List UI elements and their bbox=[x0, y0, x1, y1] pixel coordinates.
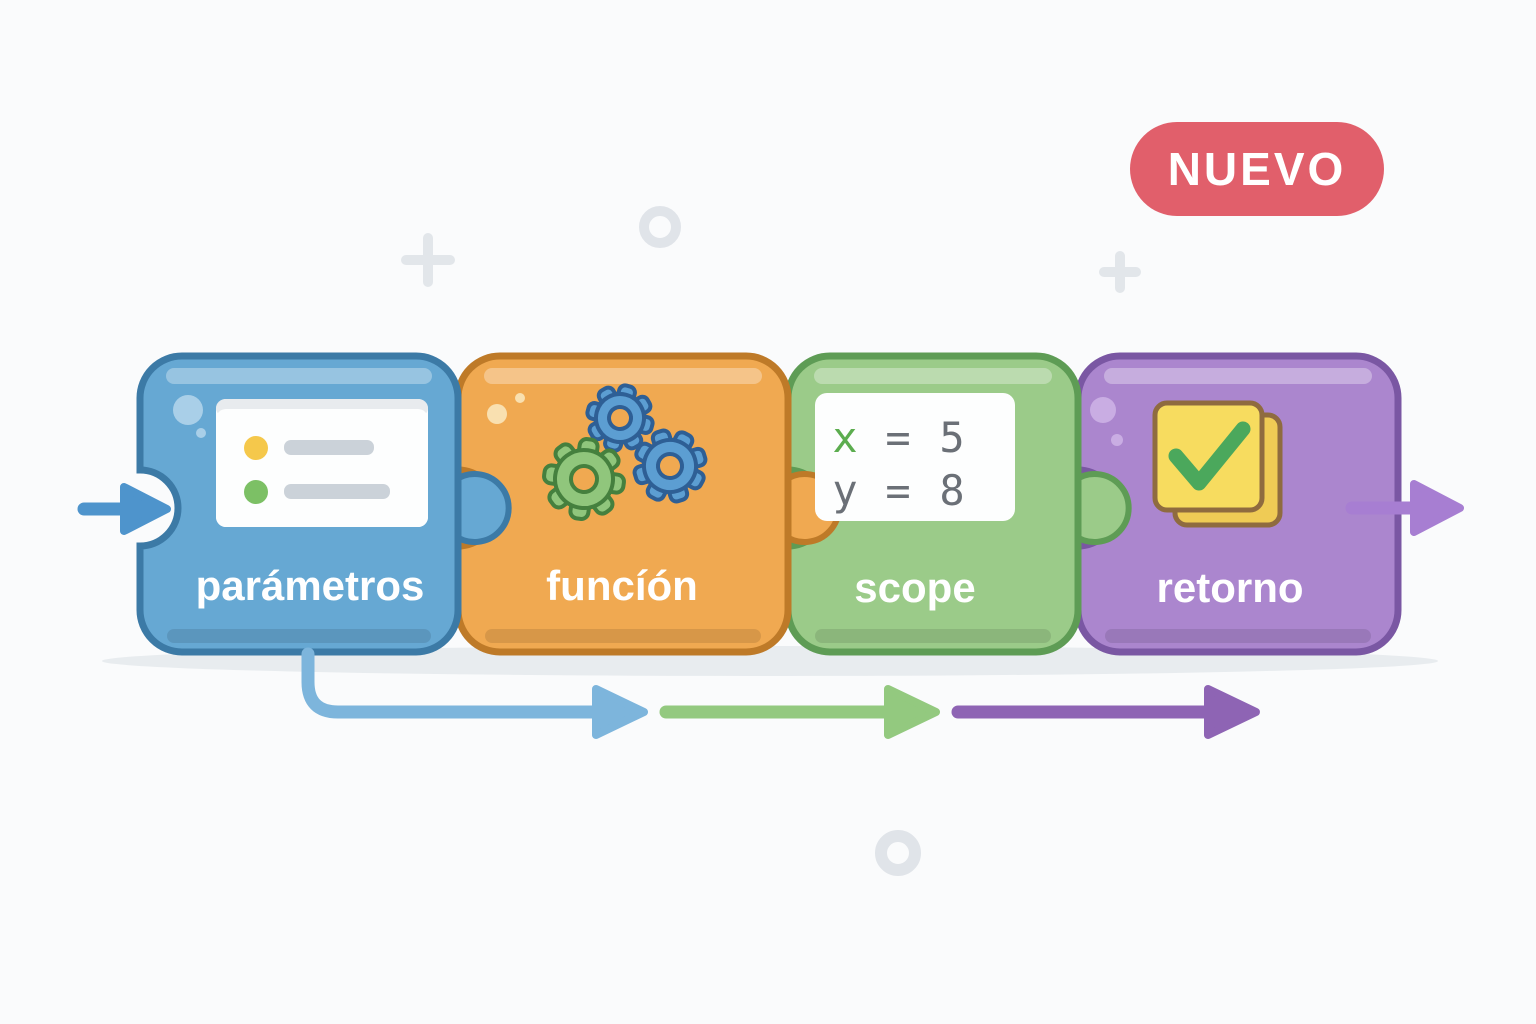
bubble-decoration bbox=[173, 395, 203, 425]
list-line bbox=[284, 440, 374, 455]
flow-arrow-1-head bbox=[592, 685, 648, 739]
list-card-body bbox=[216, 409, 428, 527]
label-funcion: funcíón bbox=[546, 562, 698, 609]
flow-arrow-1-shaft bbox=[301, 647, 601, 719]
gears-icon bbox=[542, 383, 708, 521]
flow-arrow-1-icon bbox=[301, 647, 648, 739]
checkmark-icon bbox=[1168, 421, 1251, 491]
yellow-bullet-icon bbox=[244, 436, 268, 460]
bubble-decoration bbox=[1090, 397, 1116, 423]
puzzle-knob-scope-outline bbox=[1072, 471, 1132, 545]
flow-arrow-3-head bbox=[1204, 685, 1260, 739]
green-bullet-icon bbox=[244, 480, 268, 504]
scope-var-x: x bbox=[832, 413, 857, 462]
ground-shadow bbox=[102, 646, 1438, 676]
flow-arrow-2-icon bbox=[659, 685, 940, 739]
scope-val-y: 8 bbox=[939, 466, 964, 515]
ring-decoration-icon bbox=[639, 206, 681, 248]
bubble-decoration bbox=[196, 428, 206, 438]
output-arrow-head bbox=[1410, 480, 1464, 536]
puzzle-knob-parametros bbox=[454, 473, 509, 542]
output-arrow-icon bbox=[1345, 480, 1464, 536]
variables-card-icon: x = 5 y = 8 bbox=[815, 393, 1015, 521]
scope-val-x: 5 bbox=[939, 413, 964, 462]
list-line bbox=[284, 484, 390, 499]
plus-decoration-icon bbox=[401, 233, 455, 287]
puzzle-knob-parametros-outline bbox=[452, 471, 512, 545]
variables-card bbox=[815, 393, 1015, 521]
badge-pill bbox=[1130, 122, 1384, 216]
nuevo-badge: NUEVO bbox=[1130, 122, 1384, 216]
sparkle-decoration bbox=[487, 404, 507, 424]
ring-decoration-icon bbox=[875, 830, 921, 876]
input-arrow-head bbox=[120, 483, 171, 535]
scope-var-y: y bbox=[832, 466, 857, 515]
badge-label: NUEVO bbox=[1168, 143, 1347, 195]
parameters-list-icon bbox=[216, 399, 428, 527]
plus-decoration-icon bbox=[1099, 251, 1141, 293]
flow-arrow-2-head bbox=[884, 685, 940, 739]
sparkle-decoration bbox=[515, 393, 525, 403]
checked-notes-icon bbox=[1152, 400, 1283, 528]
gear-icon bbox=[632, 428, 708, 504]
label-scope: scope bbox=[854, 564, 975, 611]
label-retorno: retorno bbox=[1157, 564, 1304, 611]
scope-eq-1: = bbox=[885, 413, 910, 462]
puzzle-knob-scope bbox=[1074, 473, 1129, 542]
bubble-decoration bbox=[1111, 434, 1123, 446]
flow-arrow-3-icon bbox=[951, 685, 1260, 739]
label-parametros: parámetros bbox=[196, 562, 425, 609]
gear-icon bbox=[542, 437, 626, 521]
input-arrow-icon bbox=[77, 483, 171, 535]
scope-eq-2: = bbox=[885, 466, 910, 515]
